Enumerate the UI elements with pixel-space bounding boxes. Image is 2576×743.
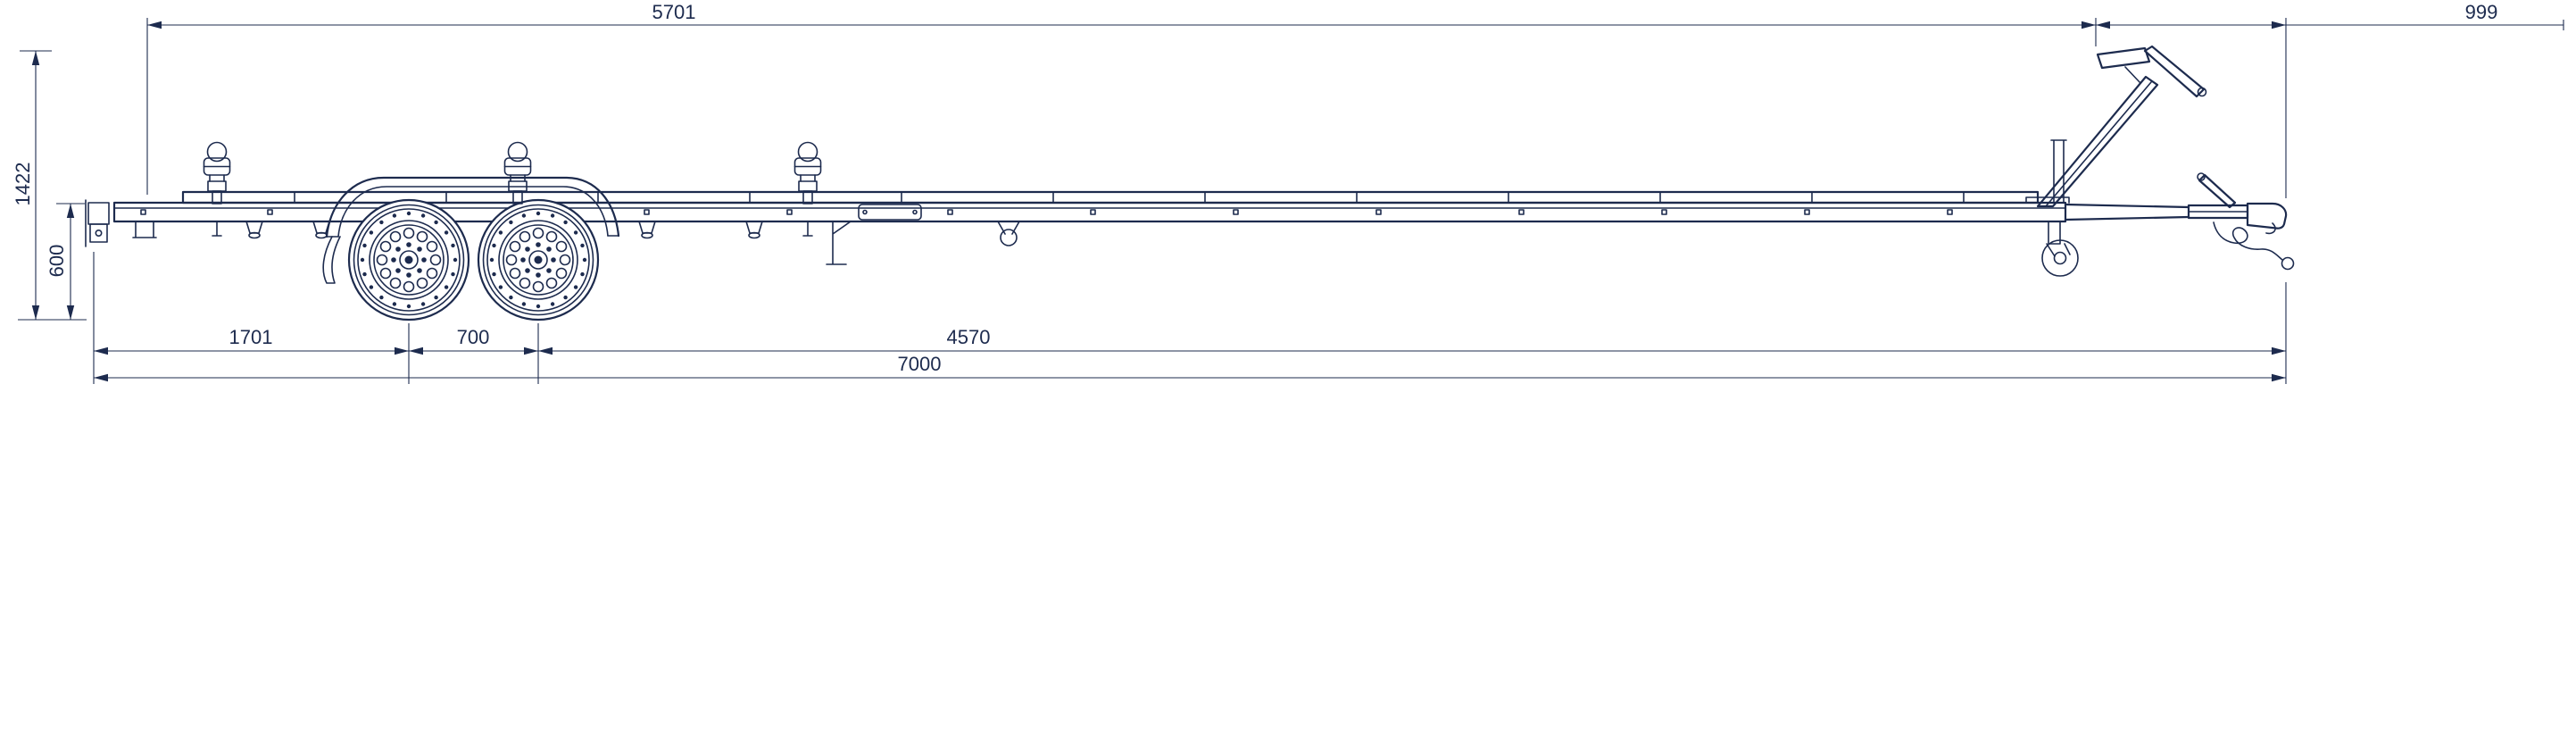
- jockey-wheel: [2041, 221, 2079, 277]
- dimension-label-axle-to-coupling: 4570: [947, 326, 991, 348]
- under-beam-fittings: [212, 221, 1020, 265]
- keel-roller-bracket: [997, 221, 1020, 235]
- winch-post: [2025, 45, 2207, 208]
- upper-rail: [181, 190, 2040, 205]
- dimension-label-overall-length: 7000: [898, 353, 942, 375]
- bobbin-rollers: [203, 141, 822, 205]
- support-stand: [826, 221, 852, 265]
- bobbin-roller-3: [794, 141, 822, 205]
- dimension-label-frame-to-winch: 5701: [652, 1, 696, 23]
- mud-flap: [322, 236, 341, 284]
- id-plate: [858, 204, 922, 221]
- dimension-label-axle-spacing: 700: [457, 326, 490, 348]
- wheel-front: [347, 198, 470, 321]
- dimension-label-frame-height: 600: [46, 245, 68, 278]
- hitch-head: [2246, 202, 2288, 230]
- tandem-wheels: [347, 198, 600, 321]
- winch-handle-arm: [2143, 45, 2206, 98]
- dimension-label-winch-to-coupling: 999: [2465, 1, 2498, 23]
- keel-roller: [1000, 229, 1018, 246]
- dimension-lines: [18, 18, 2564, 384]
- fender: [322, 176, 620, 284]
- coupling-handle: [2198, 173, 2237, 209]
- bobbin-roller-2: [503, 141, 532, 205]
- rear-lamp-bracket: [85, 199, 157, 247]
- wheel-rear: [477, 198, 600, 321]
- coupling-assembly: [2041, 172, 2295, 277]
- dimension-label-overall-height: 1422: [12, 163, 34, 206]
- winch-handle-knob: [2197, 87, 2207, 97]
- bobbin-roller-1: [203, 141, 231, 205]
- safety-cable: [2213, 221, 2295, 271]
- winch-mount-plate: [2096, 46, 2151, 70]
- trailer-frame: [85, 190, 2067, 265]
- dimension-label-rear-to-first-axle: 1701: [229, 326, 273, 348]
